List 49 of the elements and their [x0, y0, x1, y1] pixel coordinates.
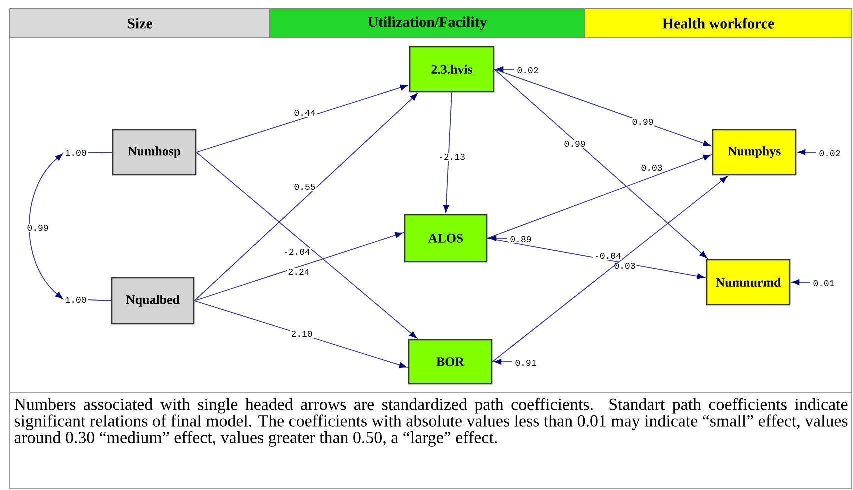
- edge-label: 0.02: [516, 66, 540, 75]
- arrow: [494, 69, 711, 146]
- edge-label: 0.01: [812, 279, 836, 288]
- arrow: [494, 69, 708, 259]
- edge-label: 0.91: [514, 358, 538, 368]
- header-band: Utilization/Facility: [270, 8, 586, 38]
- variable-box: 2.3.hvis: [409, 46, 495, 93]
- arrow: [194, 300, 407, 368]
- edge-label: -2.04: [282, 248, 312, 256]
- variable-box: Nqualbed: [111, 277, 195, 325]
- connector-line: [88, 152, 113, 154]
- arrow: [487, 154, 711, 239]
- variable-box: Numhosp: [112, 129, 197, 176]
- edge-label: 0.99: [563, 140, 587, 148]
- edge-label: 0.99: [631, 118, 655, 126]
- connector-line: [88, 300, 112, 302]
- header-band: Size: [10, 8, 270, 38]
- arrow: [29, 154, 64, 300]
- variance-label: 1.00: [66, 150, 86, 156]
- edge-label: 0.99: [26, 224, 50, 232]
- edge-label: -0.04: [594, 252, 622, 260]
- arrow: [492, 176, 728, 362]
- arrow: [194, 232, 403, 302]
- caption: Numbers associated with single headed arrows are standardized path coefficients. Standart path coefficients indicate significant relations of final model. The coefficients with absolute values less than 0.01 may indicate “small” effect, values around 0.30 “medium” effect, values greater than 0.50, a “large” effect.: [14, 398, 848, 447]
- arrow: [496, 66, 514, 72]
- edge-label: 0.02: [818, 149, 842, 158]
- arrow: [489, 236, 508, 242]
- edge-label: 0.03: [640, 164, 664, 172]
- arrow: [196, 152, 418, 339]
- arrow: [194, 94, 418, 302]
- arrow: [444, 92, 452, 213]
- variable-box: Numnurmd: [706, 259, 791, 306]
- arrow: [798, 150, 816, 156]
- arrow: [494, 359, 512, 365]
- edge-label: -2.13: [438, 152, 466, 162]
- header-band: Health workforce: [584, 8, 852, 38]
- edge-label: 0.89: [509, 235, 533, 244]
- variable-box: BOR: [408, 339, 493, 385]
- edge-label: 2.10: [290, 330, 314, 338]
- variable-box: Numphys: [712, 129, 797, 176]
- variable-box: ALOS: [404, 214, 488, 263]
- arrow: [792, 280, 810, 286]
- edge-label: 0.55: [293, 182, 317, 192]
- edge-label: 0.44: [293, 108, 317, 118]
- variance-label: 1.00: [66, 296, 86, 304]
- edge-label: 0.03: [613, 262, 637, 270]
- edge-label: 2.24: [287, 268, 311, 276]
- arrow: [487, 238, 705, 280]
- arrow: [196, 84, 408, 153]
